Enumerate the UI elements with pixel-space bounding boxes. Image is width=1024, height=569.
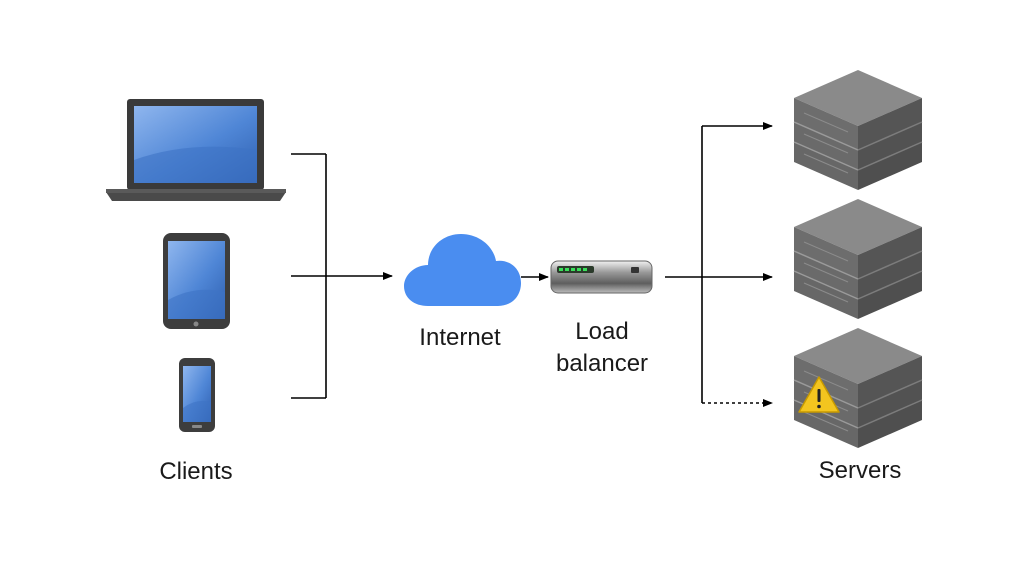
laptop-icon [106, 99, 286, 201]
balancer-to-servers-connector [665, 122, 773, 407]
warning-icon [798, 376, 840, 413]
smartphone-icon [179, 358, 215, 432]
server-stack-icon [793, 198, 923, 320]
internet-label: Internet [419, 324, 501, 351]
load-balancer-device [550, 260, 653, 294]
clients-label: Clients [159, 458, 233, 485]
cloud-icon [404, 234, 521, 306]
load-balancer-label-line1: Load [575, 318, 629, 345]
servers-label: Servers [818, 457, 902, 484]
load-balancer-label-line2: balancer [555, 350, 649, 377]
tablet-icon [163, 233, 230, 329]
server-stack-icon [793, 69, 923, 191]
client-connector [291, 153, 393, 399]
